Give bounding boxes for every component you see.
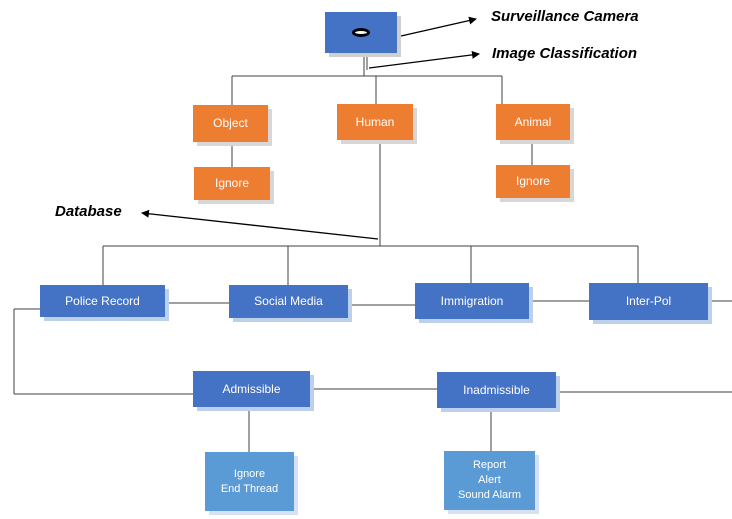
animal-node: Animal xyxy=(496,104,570,140)
animal-ignore-node: Ignore xyxy=(496,165,570,198)
admissible-action-node: Ignore End Thread xyxy=(205,452,294,511)
object-node: Object xyxy=(193,105,268,142)
image-classification-label: Image Classification xyxy=(492,45,638,62)
surveillance-camera-node xyxy=(325,12,397,53)
human-node: Human xyxy=(337,104,413,140)
admissible-node: Admissible xyxy=(193,371,310,407)
immigration-node: Immigration xyxy=(415,283,529,319)
database-label: Database xyxy=(55,203,122,220)
object-ignore-node: Ignore xyxy=(194,167,270,200)
inter-pol-node: Inter-Pol xyxy=(589,283,708,320)
inadmissible-node: Inadmissible xyxy=(437,372,556,408)
social-media-node: Social Media xyxy=(229,285,348,318)
surveillance-camera-label: Surveillance Camera xyxy=(491,8,639,25)
police-record-node: Police Record xyxy=(40,285,165,317)
camera-eye-icon xyxy=(352,28,370,37)
inadmissible-action-node: Report Alert Sound Alarm xyxy=(444,451,535,510)
